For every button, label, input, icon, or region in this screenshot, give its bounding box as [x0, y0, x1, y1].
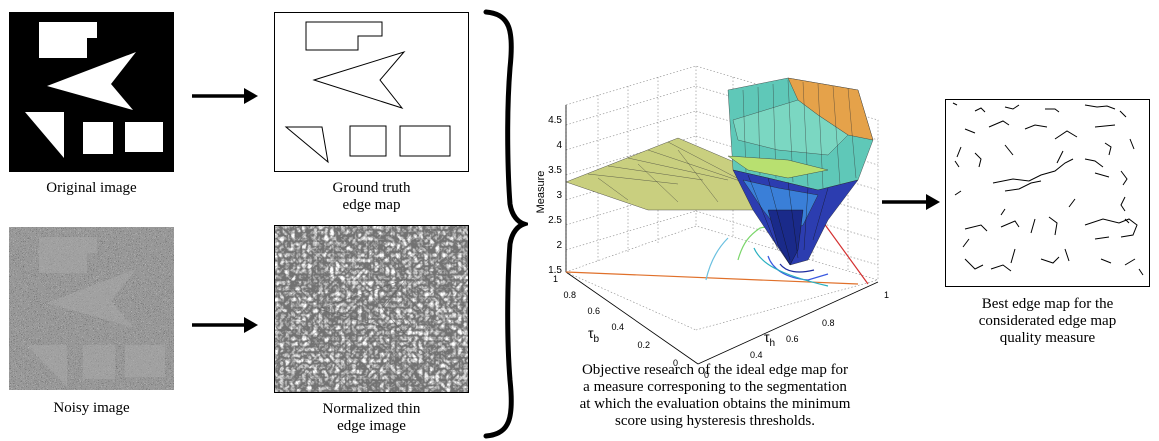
original-image-caption: Original image	[9, 180, 174, 197]
caption-line: Normalized thin	[322, 401, 421, 417]
normalized-edge-image	[274, 225, 469, 393]
caption-line: Original image	[46, 180, 137, 196]
ground-truth-caption: Ground truth edge map	[274, 180, 469, 214]
z-axis-label: Measure	[535, 171, 547, 214]
caption-line: considerated edge map	[978, 313, 1117, 329]
best-edge-map-caption: Best edge map for the considerated edge …	[940, 296, 1155, 347]
z-tick: 2	[556, 240, 562, 251]
caption-line: edge image	[337, 418, 406, 434]
tau-symbol: τ	[588, 325, 594, 341]
tb-tick: 1	[553, 274, 558, 284]
caption-line: Ground truth	[332, 180, 411, 196]
z-tick: 4.5	[548, 115, 562, 126]
tb-tick: 0.6	[587, 306, 600, 316]
tb-tick: 0	[673, 358, 678, 368]
tau-subscript: h	[770, 338, 776, 349]
ground-truth-edge-map	[274, 12, 469, 172]
tb-tick: 0.8	[563, 290, 576, 300]
objective-caption: Objective research of the ideal edge map…	[520, 362, 910, 430]
caption-line: Noisy image	[53, 400, 130, 416]
z-tick: 1.5	[548, 265, 562, 276]
tau-subscript: b	[594, 334, 600, 345]
th-tick: 0	[704, 370, 709, 380]
caption-line: Objective research of the ideal edge map…	[581, 362, 849, 378]
z-tick: 3	[556, 190, 562, 201]
caption-line: at which the evaluation obtains the mini…	[579, 396, 851, 412]
tau-symbol: τ	[764, 329, 770, 345]
noisy-image	[9, 227, 174, 390]
noisy-image-caption: Noisy image	[9, 400, 174, 417]
z-tick: 3.5	[548, 165, 562, 176]
arrow-right-icon	[192, 88, 258, 104]
tau-b-label: τb	[588, 325, 600, 345]
caption-line: edge map	[342, 197, 401, 213]
th-tick: 0.6	[786, 334, 799, 344]
tau-h-label: τh	[764, 329, 775, 349]
arrow-right-icon	[192, 317, 258, 333]
th-tick: 0.4	[750, 350, 763, 360]
arrow-right-icon	[882, 194, 940, 210]
caption-line: Best edge map for the	[981, 296, 1114, 312]
caption-line: score using hysteresis thresholds.	[615, 413, 815, 429]
th-tick: 1	[884, 290, 889, 300]
tb-tick: 0.2	[637, 340, 650, 350]
z-tick: 2.5	[548, 215, 562, 226]
original-image	[9, 12, 174, 172]
normalized-caption: Normalized thin edge image	[274, 401, 469, 435]
th-tick: 0.8	[822, 318, 835, 328]
caption-line: quality measure	[999, 330, 1096, 346]
z-tick: 4	[556, 140, 562, 151]
best-edge-map	[945, 99, 1150, 287]
caption-line: a measure corresponing to the segmentati…	[583, 379, 847, 395]
surface-plot: 4.5 4 3.5 3 2.5 2 1.5 Measure 1 0.8 0.6 …	[535, 65, 889, 380]
curly-brace	[483, 9, 528, 439]
tb-tick: 0.4	[611, 322, 624, 332]
